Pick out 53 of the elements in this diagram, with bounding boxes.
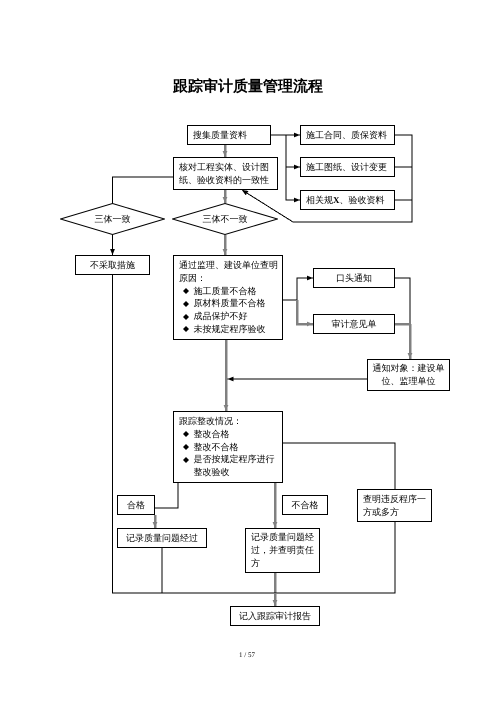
- box-text: 跟踪整改情况：: [179, 415, 243, 428]
- process-box: 记入跟踪审计报告: [230, 606, 320, 626]
- list-item: 施工质量不合格: [194, 284, 256, 298]
- condition-box: 不合格: [282, 495, 328, 515]
- list-item: 原材料质量不合格: [194, 297, 266, 310]
- condition-box: 合格: [117, 495, 155, 515]
- flow-arrow: [408, 324, 412, 359]
- connector-line: [112, 274, 162, 594]
- flow-arrow: [296, 276, 314, 300]
- flow-arrow: [272, 593, 278, 606]
- connector-line: [395, 322, 410, 326]
- process-box: 核对工程实体、设计图纸、验收资料的一致性: [173, 157, 278, 190]
- process-box: 不采取措施: [75, 255, 150, 275]
- flow-arrow: [296, 300, 313, 326]
- process-box: 查明违反程序一方或多方: [357, 489, 432, 522]
- flow-arrow: [222, 235, 228, 255]
- process-box: [173, 255, 283, 340]
- list-item: 是否按规定程序进行整改验收: [194, 453, 276, 479]
- flow-arrow: [222, 190, 228, 203]
- list-item: 成品保护不好: [194, 310, 248, 323]
- list-item: 未按规定程序验收: [194, 322, 266, 336]
- box-text: 通过监理、建设单位查明原因：: [179, 259, 279, 285]
- connector-line: [162, 592, 276, 594]
- process-box: [173, 411, 283, 483]
- flow-arrow: [242, 190, 412, 222]
- process-box: 审计意见单: [313, 314, 395, 334]
- flow-arrow: [222, 145, 228, 157]
- flow-arrow: [110, 234, 115, 256]
- decision-diamond: 三体不一致: [172, 203, 278, 235]
- flow-arrow: [227, 376, 368, 382]
- connector-line: [154, 482, 178, 508]
- connector-line: [274, 573, 276, 593]
- flow-arrow: [224, 379, 228, 411]
- process-box: 相关规X、验收资料: [300, 190, 395, 210]
- process-box: 口头通知: [313, 268, 395, 288]
- process-box: 记录质量问题经过，并查明责任方: [245, 528, 320, 573]
- connector-line: [112, 176, 174, 204]
- connector-line: [274, 522, 396, 594]
- flow-arrow: [270, 134, 300, 202]
- process-box: 施工合同、质保资料: [300, 125, 395, 145]
- decision-diamond: 三体一致: [60, 203, 165, 235]
- diagram-title: 跟踪审计质量管理流程: [173, 79, 323, 96]
- process-box: 施工图纸、设计变更: [300, 157, 395, 177]
- flow-arrow: [272, 483, 278, 528]
- list-item: 整改不合格: [194, 440, 238, 454]
- process-box: 搜集质量资料: [187, 125, 271, 145]
- process-box: 记录质量问题经过: [117, 528, 207, 548]
- connector-line: [224, 340, 228, 379]
- flow-arrow: [152, 515, 158, 528]
- list-item: 整改合格: [194, 428, 230, 441]
- process-box: 通知对象：建设单位、监理单位: [367, 359, 450, 391]
- connector-line: [394, 278, 410, 324]
- connector-line: [282, 442, 396, 490]
